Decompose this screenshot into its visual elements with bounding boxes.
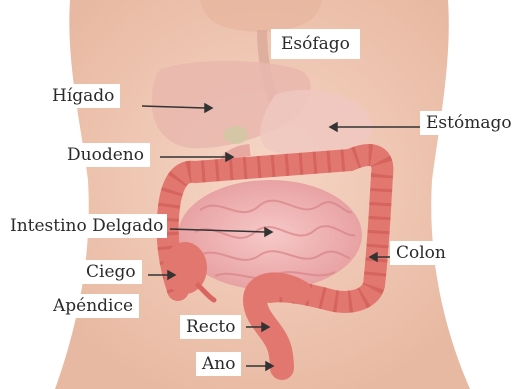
label-duodeno: Duodeno [61,143,150,167]
label-higado: Hígado [46,84,120,108]
label-apendice: Apéndice [47,294,139,318]
label-estomago: Estómago [420,111,518,135]
label-colon: Colon [390,241,452,265]
label-intestino-delgado: Intestino Delgado [6,214,167,238]
gallbladder [224,126,248,144]
label-ano: Ano [196,352,241,376]
label-esofago: Esófago [271,29,360,59]
label-ciego: Ciego [80,260,142,284]
label-recto: Recto [180,315,241,339]
